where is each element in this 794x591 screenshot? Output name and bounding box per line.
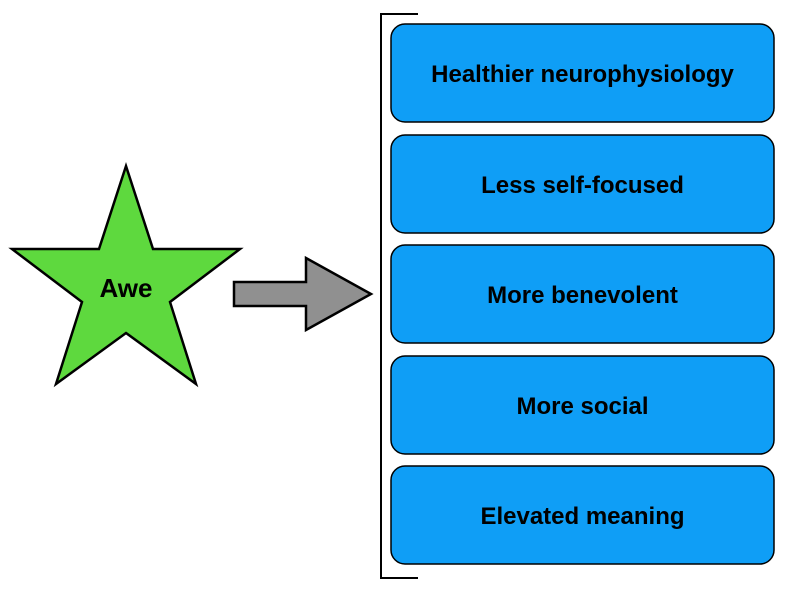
outcome-box-shape [390, 134, 775, 234]
star-icon [8, 161, 244, 388]
right-arrow-icon [232, 255, 374, 333]
outcome-label: More social [516, 393, 648, 420]
outcome-box-shape [390, 465, 775, 565]
outcome-box: More social [390, 355, 775, 455]
outcome-list: Healthier neurophysiology Less self-focu… [390, 23, 775, 565]
outcome-label: Healthier neurophysiology [431, 61, 734, 88]
outcome-box: Less self-focused [390, 134, 775, 234]
outcome-box-shape [390, 355, 775, 455]
outcome-box-shape [390, 244, 775, 344]
outcome-box-shape [390, 23, 775, 123]
outcome-label: More benevolent [487, 282, 678, 309]
left-bracket-icon [380, 13, 418, 579]
star-label: Awe [100, 273, 153, 303]
outcome-label: Less self-focused [481, 172, 684, 199]
outcome-box: Healthier neurophysiology [390, 23, 775, 123]
outcome-box: More benevolent [390, 244, 775, 344]
outcome-label: Elevated meaning [480, 503, 684, 530]
outcome-box: Elevated meaning [390, 465, 775, 565]
awe-star: Awe [8, 161, 244, 388]
